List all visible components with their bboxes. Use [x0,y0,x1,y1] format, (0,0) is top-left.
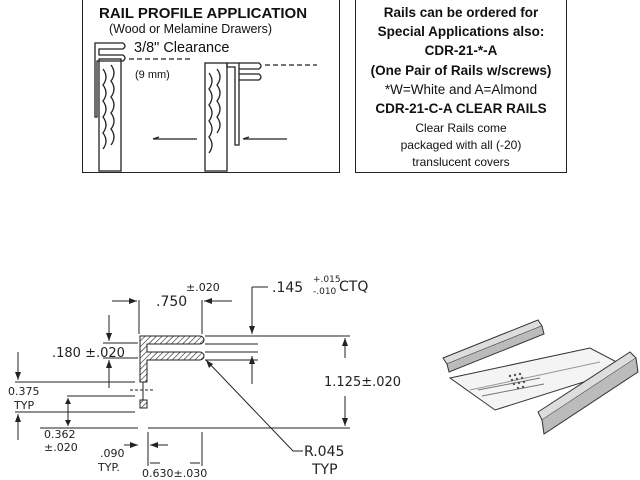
order-line-8: packaged with all (-20) [400,138,522,152]
gap-dimension: .145 [272,280,303,296]
clearance-metric-label: (9 mm) [135,69,170,81]
order-color-codes: *W=White and A=Almond [384,82,538,97]
gap-tolerance-minus: -.010 [313,287,337,297]
order-line-4: (One Pair of Rails w/screws) [370,63,552,78]
gap-tolerance-plus: +.015 [313,275,341,285]
height-dimension: 1.125±.020 [324,375,401,390]
profile-subtitle: (Wood or Melamine Drawers) [109,22,273,36]
spacing-dimension: 0.375 [8,385,40,398]
order-part-number: CDR-21-*-A [424,43,498,58]
flange-dimension: .180 ±.020 [52,346,125,361]
order-line-9: translucent covers [412,155,510,169]
width-tolerance: ±.020 [186,281,220,294]
rail-profile-application-panel: RAIL PROFILE APPLICATION (Wood or Melami… [82,0,340,173]
order-line-2: Special Applications also: [377,24,545,39]
radius-dimension: R.045 [304,444,344,460]
thickness-dimension: .090 [100,447,125,460]
order-clear-part: CDR-21-C-A CLEAR RAILS [375,101,547,116]
ctq-note: CTQ [339,279,368,295]
spacing-note: TYP [13,399,34,412]
order-line-1: Rails can be ordered for [383,5,539,20]
drawer-rail-sketch [94,42,317,172]
width-dimension: .750 [156,294,187,310]
profile-title: RAIL PROFILE APPLICATION [99,5,308,22]
order-line-7: Clear Rails come [415,121,507,135]
offset-dimension: 0.362 [44,428,76,441]
bottom-dimension: 0.630±.030 [142,467,207,480]
offset-tolerance: ±.020 [44,441,78,454]
clearance-label: 3/8" Clearance [134,40,230,56]
ordering-info-panel: Rails can be ordered for Special Applica… [355,0,567,173]
radius-note: TYP [311,462,338,478]
thickness-note: TYP. [97,461,120,474]
